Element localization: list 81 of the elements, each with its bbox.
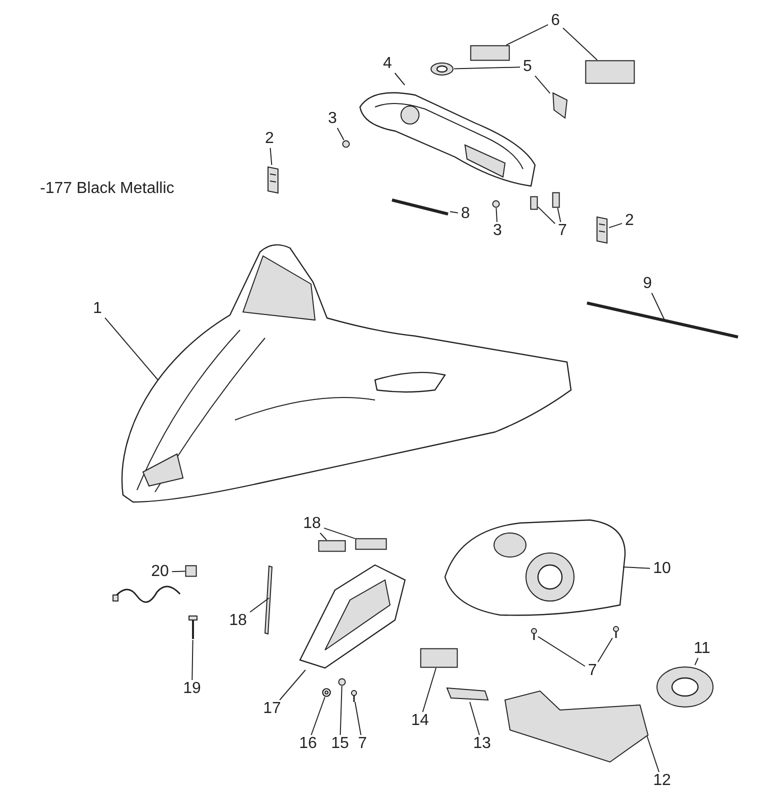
clip-drawing	[530, 196, 538, 210]
decal-drawing	[262, 565, 274, 635]
decal-drawing	[355, 538, 387, 550]
color-note: -177 Black Metallic	[40, 180, 174, 198]
rod-drawing	[390, 197, 450, 217]
leader-line	[496, 208, 498, 222]
leader-line	[608, 222, 622, 228]
callout-number: 8	[458, 205, 473, 223]
screw-drawing	[188, 615, 198, 640]
leader-line	[310, 696, 326, 736]
callout-number: 13	[470, 735, 494, 753]
callout-number: 15	[328, 735, 352, 753]
callout-number: 14	[408, 712, 432, 730]
callout-number: 18	[226, 612, 250, 630]
leader-line	[279, 670, 306, 700]
leader-line	[646, 736, 660, 772]
callout-number: 1	[90, 300, 105, 318]
decal-drawing	[445, 686, 490, 702]
leader-line	[454, 66, 520, 70]
callout-number: 20	[148, 563, 172, 581]
leader-line	[506, 24, 548, 46]
decal-drawing	[420, 648, 458, 668]
leader-line	[394, 72, 406, 86]
leader-line	[622, 566, 650, 569]
callout-number: 7	[555, 222, 570, 240]
leader-line	[597, 638, 613, 662]
leader-line	[172, 570, 186, 572]
pad-drawing	[266, 165, 280, 195]
ring-drawing	[655, 665, 715, 710]
callout-number: 16	[296, 735, 320, 753]
callout-number: 3	[325, 110, 340, 128]
leader-line	[450, 211, 458, 214]
leader-line	[250, 598, 270, 613]
callout-number: 6	[548, 12, 563, 30]
leader-line	[538, 206, 556, 224]
leader-line	[562, 28, 598, 60]
leader-line	[324, 528, 356, 540]
callout-number: 3	[490, 222, 505, 240]
grommet-drawing	[430, 62, 454, 76]
leader-line	[270, 148, 272, 166]
callout-number: 7	[355, 735, 370, 753]
screw-drawing	[342, 140, 350, 148]
callout-number: 7	[585, 662, 600, 680]
callout-number: 2	[622, 212, 637, 230]
decal-drawing	[318, 540, 346, 552]
decal-drawing	[585, 60, 635, 84]
callout-number: 11	[690, 640, 714, 658]
callout-number: 18	[300, 515, 324, 533]
callout-number: 10	[650, 560, 674, 578]
leader-line	[469, 702, 480, 736]
grommet-drawing	[550, 90, 570, 120]
leader-line	[651, 292, 666, 322]
leader-line	[192, 640, 194, 680]
nut-drawing	[185, 565, 197, 577]
callout-number: 5	[520, 58, 535, 76]
pad-drawing	[595, 215, 609, 245]
callout-number: 12	[650, 772, 674, 790]
callout-number: 17	[260, 700, 284, 718]
decal-drawing	[470, 45, 510, 61]
callout-number: 4	[380, 55, 395, 73]
leader-line	[104, 317, 158, 380]
leader-line	[320, 532, 328, 540]
screw-drawing	[350, 690, 358, 702]
leader-line	[694, 658, 699, 666]
leader-line	[534, 75, 550, 94]
leader-line	[557, 208, 562, 222]
screw-drawing	[530, 628, 538, 640]
screw-drawing	[492, 200, 500, 208]
leader-line	[336, 128, 344, 140]
leader-line	[538, 636, 586, 667]
screw-drawing	[338, 678, 346, 686]
leader-line	[422, 668, 436, 712]
clip-drawing	[552, 192, 560, 208]
leader-line	[340, 686, 342, 736]
callout-number: 2	[262, 130, 277, 148]
trim-strip-drawing	[585, 300, 740, 340]
screw-drawing	[612, 626, 620, 638]
callout-number: 19	[180, 680, 204, 698]
leader-line	[354, 702, 362, 736]
callout-number: 9	[640, 275, 655, 293]
washer-drawing	[322, 688, 331, 697]
